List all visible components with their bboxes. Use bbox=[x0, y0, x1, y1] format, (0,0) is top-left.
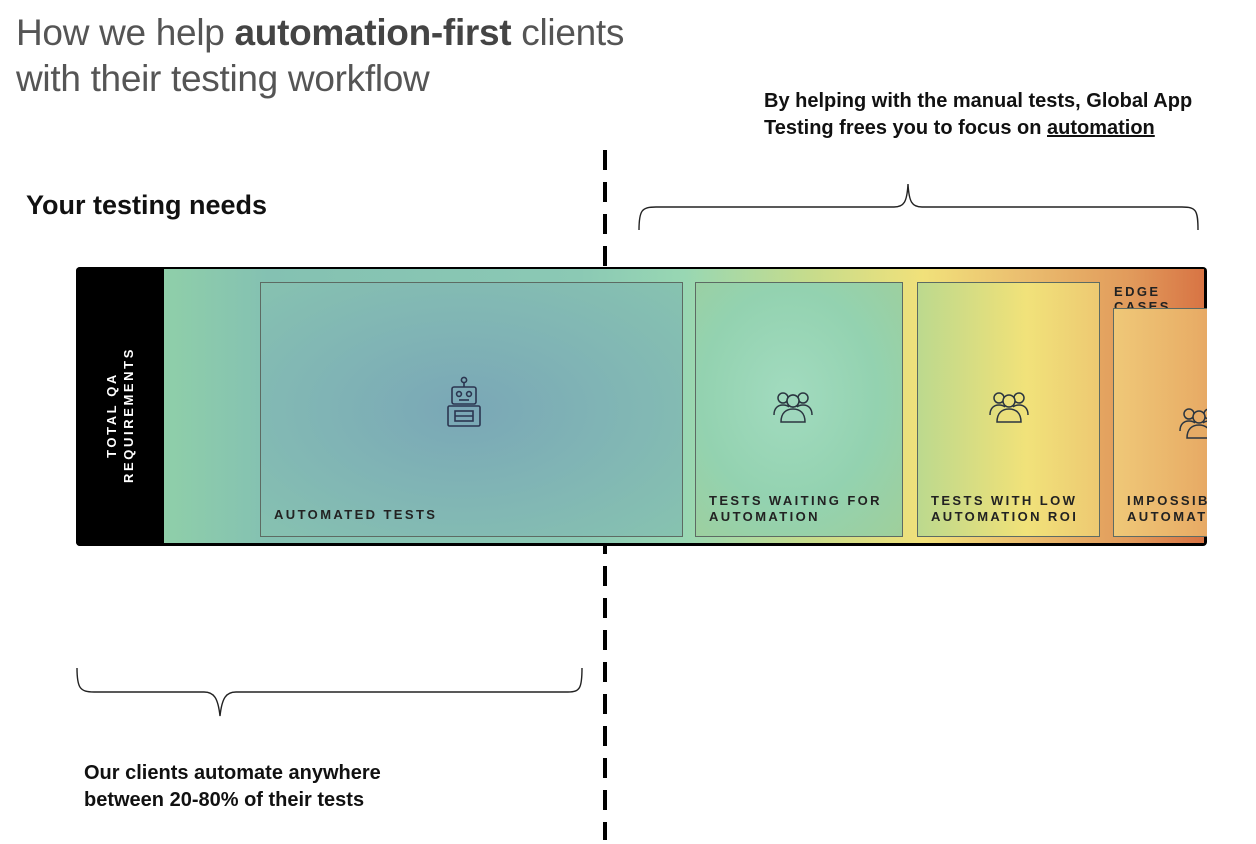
top-brace bbox=[638, 183, 1199, 231]
total-qa-label-line2: REQUIREMENTS bbox=[121, 347, 136, 483]
total-qa-label-line1: TOTAL QA bbox=[104, 372, 119, 458]
bar-gradient: AUTOMATED TESTS TESTS WAITING FOR AUTOMA… bbox=[164, 269, 1207, 543]
manual-tests-note-text: By helping with the manual tests, Global… bbox=[764, 90, 1193, 139]
people-icon bbox=[773, 392, 813, 423]
impossible-label-line1: IMPOSSIBLE-TO- bbox=[1127, 493, 1207, 508]
page-title: How we help automation-first clients wit… bbox=[16, 10, 624, 102]
low-roi-box: TESTS WITH LOW AUTOMATION ROI bbox=[917, 282, 1100, 537]
robot-icon bbox=[447, 376, 481, 427]
tests-waiting-label-line2: AUTOMATION bbox=[709, 509, 820, 524]
title-suffix: clients bbox=[511, 12, 625, 53]
low-roi-label: TESTS WITH LOW AUTOMATION ROI bbox=[931, 493, 1078, 525]
tests-waiting-box: TESTS WAITING FOR AUTOMATION bbox=[695, 282, 903, 537]
automation-underlined: automation bbox=[1047, 117, 1155, 139]
automated-tests-box: AUTOMATED TESTS bbox=[260, 282, 683, 537]
title-line2: with their testing workflow bbox=[16, 58, 430, 99]
title-bold: automation-first bbox=[234, 12, 512, 53]
bar-side-panel: TOTAL QA REQUIREMENTS bbox=[76, 267, 164, 546]
manual-tests-note: By helping with the manual tests, Global… bbox=[764, 88, 1244, 142]
tests-waiting-label-line1: TESTS WAITING FOR bbox=[709, 493, 882, 508]
title-prefix: How we help bbox=[16, 12, 235, 53]
people-icon bbox=[989, 392, 1029, 423]
automated-tests-label: AUTOMATED TESTS bbox=[274, 507, 438, 522]
low-roi-label-line2: AUTOMATION ROI bbox=[931, 509, 1079, 524]
testing-needs-heading: Your testing needs bbox=[26, 190, 268, 220]
people-icon bbox=[1179, 408, 1207, 439]
total-qa-label: TOTAL QA REQUIREMENTS bbox=[103, 347, 137, 483]
automation-divider-line bbox=[603, 150, 607, 840]
impossible-to-automate-label: IMPOSSIBLE-TO- AUTOMATE TESTS bbox=[1127, 493, 1207, 525]
bottom-brace bbox=[76, 667, 583, 717]
tests-waiting-label: TESTS WAITING FOR AUTOMATION bbox=[709, 493, 882, 525]
impossible-label-line2: AUTOMATE TESTS bbox=[1127, 509, 1207, 524]
impossible-to-automate-box: IMPOSSIBLE-TO- AUTOMATE TESTS bbox=[1113, 308, 1207, 537]
low-roi-label-line1: TESTS WITH LOW bbox=[931, 493, 1078, 508]
qa-requirements-bar: TOTAL QA REQUIREMENTS AUTOMATED TESTS bbox=[76, 267, 1207, 546]
clients-automate-note: Our clients automate anywhere between 20… bbox=[84, 762, 381, 811]
